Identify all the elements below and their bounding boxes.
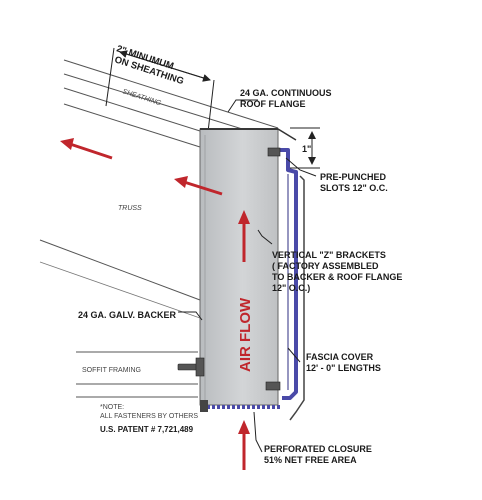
fascia-cover bbox=[289, 175, 305, 421]
one-inch-dimension bbox=[290, 127, 320, 169]
one-inch-label: 1" bbox=[302, 144, 311, 154]
z-brackets-label-line2: ( FACTORY ASSEMBLED bbox=[272, 261, 379, 271]
note-label-line2: ALL FASTENERS BY OTHERS bbox=[100, 413, 198, 420]
z-brackets-label-line3: TO BACKER & ROOF FLANGE bbox=[272, 272, 402, 282]
flow-arrows bbox=[60, 138, 250, 470]
roof-flange-label-line2: ROOF FLANGE bbox=[240, 99, 306, 109]
slots-label-line1: PRE-PUNCHED bbox=[320, 172, 387, 182]
air-flow-label: AIR FLOW bbox=[237, 297, 254, 372]
fasteners bbox=[177, 147, 281, 391]
note-label-line1: *NOTE: bbox=[100, 404, 124, 411]
closure-label-line2: 51% NET FREE AREA bbox=[264, 455, 357, 465]
closure-label-line1: PERFORATED CLOSURE bbox=[264, 444, 372, 454]
z-brackets-label-line4: 12" O.C.) bbox=[272, 283, 310, 293]
fascia-label-line2: 12' - 0" LENGTHS bbox=[306, 363, 381, 373]
sheathing-label: SHEATHING bbox=[121, 88, 162, 107]
fascia-label-line1: FASCIA COVER bbox=[306, 352, 374, 362]
roof-flange bbox=[200, 128, 297, 141]
soffit-framing-label: SOFFIT FRAMING bbox=[82, 367, 141, 374]
patent-label: U.S. PATENT # 7,721,489 bbox=[100, 425, 194, 434]
z-bracket bbox=[276, 148, 298, 400]
roof-flange-label-line1: 24 GA. CONTINUOUS bbox=[240, 88, 332, 98]
leader-lines bbox=[178, 99, 317, 453]
z-brackets-label-line1: VERTICAL "Z" BRACKETS bbox=[272, 250, 386, 260]
slots-label-line2: SLOTS 12" O.C. bbox=[320, 183, 388, 193]
soffit-framing-lines bbox=[76, 351, 198, 398]
truss-line bbox=[39, 239, 201, 301]
min-dimension bbox=[105, 47, 215, 133]
backer-label: 24 GA. GALV. BACKER bbox=[78, 310, 177, 320]
truss-label: TRUSS bbox=[118, 205, 142, 212]
